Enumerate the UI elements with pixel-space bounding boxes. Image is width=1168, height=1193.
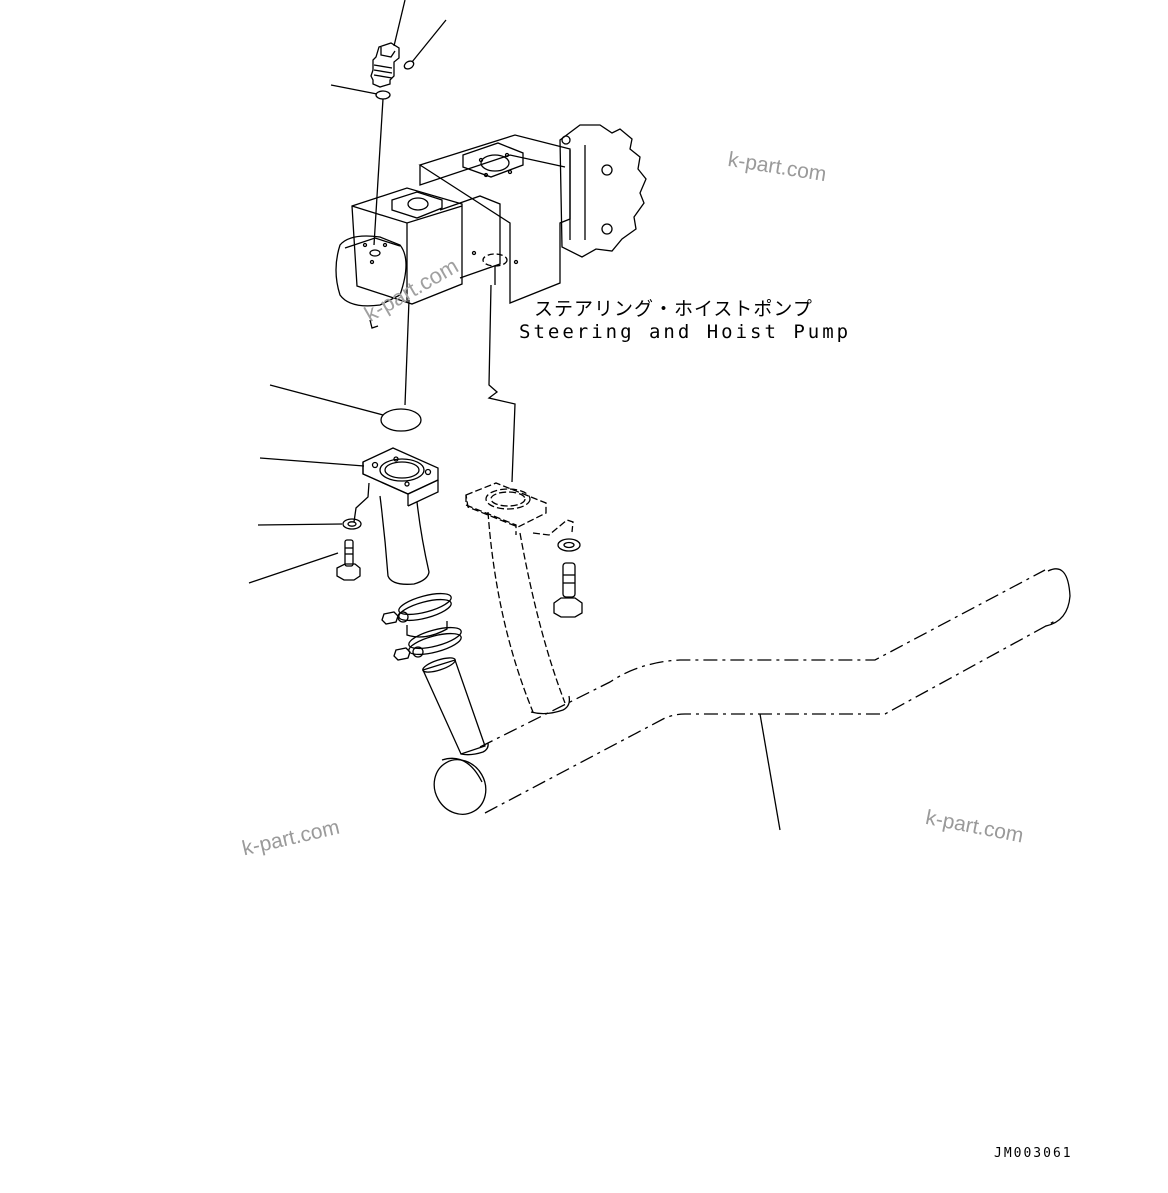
flange-tube xyxy=(260,448,438,584)
o-ring-flange xyxy=(270,385,421,431)
pump-label-japanese: ステアリング・ホイストポンプ xyxy=(534,298,813,320)
leader-line xyxy=(405,300,409,405)
washer xyxy=(258,519,361,529)
bolt xyxy=(249,540,360,583)
suction-tube xyxy=(421,569,1070,830)
elbow-fitting xyxy=(371,0,405,87)
pump-outlet-flange xyxy=(466,483,573,712)
pump-label-english: Steering and Hoist Pump xyxy=(519,321,852,343)
o-ring-elbow-base xyxy=(331,85,390,245)
washer-right xyxy=(558,539,580,551)
drawing-number: JM003061 xyxy=(994,1146,1073,1161)
leader-line xyxy=(489,285,515,482)
steering-and-hoist-pump xyxy=(336,125,646,328)
bolt-right xyxy=(554,563,582,617)
o-ring-small-elbow xyxy=(403,20,446,71)
washer-right-hole xyxy=(564,543,574,548)
hose-clamps xyxy=(382,589,463,660)
